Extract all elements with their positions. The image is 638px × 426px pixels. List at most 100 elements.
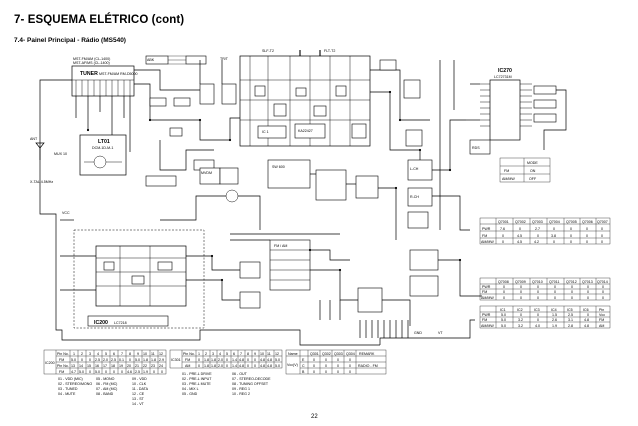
vcc-label: VCC <box>62 211 70 215</box>
table-cell: 4.8 <box>584 324 589 328</box>
gnd-label: GND <box>414 331 422 335</box>
table-cell: 15 <box>87 364 91 368</box>
table-cell: 19 <box>119 364 123 368</box>
note-item: 01 - PRE-L DRIVE <box>182 372 212 376</box>
lt01-coil: LT01 DCM-1D-M-1 MUX 10 <box>54 134 127 176</box>
table-cell: 4.8 <box>584 318 589 322</box>
table-header: 5 <box>226 352 228 356</box>
table-cell: 0 <box>503 290 505 294</box>
table-header: Pin No. <box>57 352 69 356</box>
table-cell: 0 <box>247 358 249 362</box>
table-header: 6 <box>233 352 235 356</box>
table-cell: 2.9 <box>159 358 164 362</box>
table-cell: AM/MW <box>481 296 494 300</box>
l-ch-label: L-CH <box>410 167 419 171</box>
table-cell: 1.8 <box>211 358 216 362</box>
table-header: Q301 <box>310 352 319 356</box>
table-header: Q7007 <box>597 220 608 224</box>
table-cell: 0 <box>520 296 522 300</box>
table-cell: 0 <box>537 285 539 289</box>
ic200-label: IC200 <box>94 320 108 326</box>
table-header: Q7005 <box>566 220 577 224</box>
table-cell: 0 <box>349 370 351 374</box>
ic270-block: IC270 LC72731M RDS <box>466 68 567 155</box>
note-item: 10 - CLK <box>132 382 147 386</box>
table-header: 1 <box>73 352 75 356</box>
lt01-label: LT01 <box>98 139 110 145</box>
output-bus: GND VT <box>359 320 443 338</box>
note-item: 02 - STEREO/MONO <box>58 382 92 386</box>
table-header: Q7008 <box>498 280 509 284</box>
table-header: IC6 <box>583 308 589 312</box>
table-cell: 0 <box>520 290 522 294</box>
sw-label: SW 600 <box>272 165 285 169</box>
table-cell: 0 <box>89 358 91 362</box>
table-header: REMARK <box>359 352 375 356</box>
table-cell: 20 <box>127 364 131 368</box>
table-cell: 0 <box>587 313 589 317</box>
bottom-table-3: Vcc(V) Name Q301 Q302 Q303 Q304 REMARK E… <box>285 349 387 375</box>
control-section: MVDM SW 600 FM / AM <box>160 159 482 326</box>
table-header: IC2 <box>517 308 523 312</box>
table-cell: 0 <box>226 364 228 368</box>
table-cell: 0 <box>81 358 83 362</box>
svg-text:FLT-T2: FLT-T2 <box>324 49 335 53</box>
svg-text:IC 1: IC 1 <box>262 130 269 134</box>
table-cell: 3.1 <box>568 318 573 322</box>
xtal-label: X-TAL 4.5MHz <box>30 180 53 184</box>
table-header: 4 <box>97 352 99 356</box>
table-cell: 4.8 <box>239 364 244 368</box>
svg-text:MST-FM/AM (CL-1400): MST-FM/AM (CL-1400) <box>73 57 110 61</box>
table-cell: 0 <box>602 285 604 289</box>
table-cell: 4.8 <box>260 364 265 368</box>
table-cell: 1.5 <box>552 313 557 317</box>
page-title: 7- ESQUEMA ELÉTRICO (cont) <box>14 14 185 26</box>
table-cell: 4.5 <box>517 234 522 238</box>
table-cell: 5.0 <box>135 358 140 362</box>
table-header: Q7009 <box>515 280 526 284</box>
ic270-part-label: LC72731M <box>494 75 512 79</box>
svg-text:MVDM: MVDM <box>201 171 212 175</box>
table-cell: AM/MW <box>481 240 494 244</box>
table-cell: FM <box>482 318 487 322</box>
ic200-part-label: LC7218 <box>114 321 127 325</box>
note-item: 06 - FM (MC) <box>96 382 117 386</box>
table-cell: 0 <box>570 240 572 244</box>
table-cell: AM <box>599 324 604 328</box>
table-cell: 0 <box>570 234 572 238</box>
state-table-1: Q7001 Q7002 Q7003 Q7004 Q7005 Q7006 Q700… <box>479 217 611 245</box>
if-section: IC 1 KA22427 SLF-T2 FLT-T2 <box>239 49 371 147</box>
note-item: 04 - MIX L <box>182 387 199 391</box>
table-header: 6 <box>113 352 115 356</box>
table-cell: 4.8 <box>267 358 272 362</box>
vt-label: VT <box>438 331 443 335</box>
table-row-label: Vcc(V) <box>287 363 298 367</box>
table-header: 12 <box>159 352 163 356</box>
table-header: 9 <box>254 352 256 356</box>
note-item: 12 - CE <box>132 392 145 396</box>
note-item: 05 - GND <box>182 392 198 396</box>
table-header: 11 <box>267 352 271 356</box>
table-cell: 0 <box>325 370 327 374</box>
note-item: 03 - TUNED <box>58 387 78 391</box>
state-table-3: IC1 IC2 IC3 IC4 IC5 IC6 Pin PWR 5.0 0 0 … <box>479 305 611 329</box>
table-header: Q7002 <box>515 220 526 224</box>
table-cell: 0 <box>601 234 603 238</box>
table-cell: 0 <box>198 358 200 362</box>
table-cell: 5.0 <box>79 370 84 374</box>
table-cell: 0 <box>571 285 573 289</box>
table-header: Q302 <box>322 352 331 356</box>
table-cell: 0 <box>587 285 589 289</box>
table-cell: PWR <box>482 313 491 317</box>
table-header: 9 <box>137 352 139 356</box>
table-cell: 0 <box>313 370 315 374</box>
table-cell: 0 <box>247 364 249 368</box>
table-cell: 5.0 <box>95 370 100 374</box>
table-cell: PWR <box>482 227 491 231</box>
table-cell: 0 <box>554 285 556 289</box>
table-header: Q304 <box>346 352 355 356</box>
table-cell: FM <box>599 318 604 322</box>
svg-text:SLF-T2: SLF-T2 <box>262 49 274 53</box>
table-cell: 0 <box>198 364 200 368</box>
table-cell: RADIO - FM <box>358 364 378 368</box>
